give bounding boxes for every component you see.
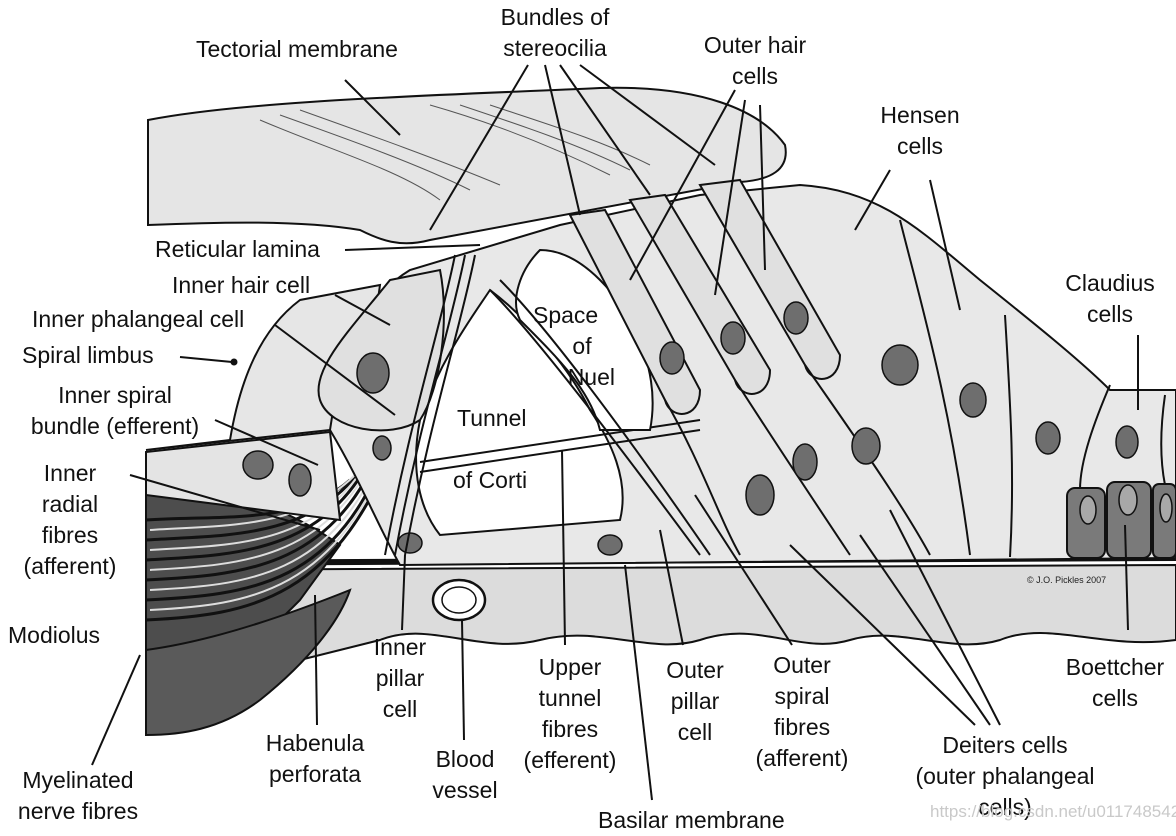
habenula-dark (145, 588, 352, 737)
label-line: Hensen (880, 102, 960, 128)
label-habenula-perforata: Habenula perforata (250, 728, 380, 790)
label-line: fibres (41, 522, 99, 548)
label-line: stereocilia (503, 35, 607, 61)
label-line: (efferent) (523, 747, 617, 773)
inner-hair-nucleus (356, 352, 390, 394)
label-line: Bundles of (500, 4, 610, 30)
label-line: cell (382, 696, 418, 722)
label-space-of-nuel: Space of Nuel (525, 300, 615, 393)
label-line: (afferent) (755, 745, 849, 771)
outer-hair-nuclei (659, 301, 809, 375)
label-inner-spiral-bundle: Inner spiral bundle (efferent) (15, 380, 215, 442)
label-line: (outer phalangeal (915, 763, 1095, 789)
label-line: perforata (268, 761, 362, 787)
hensen-nuclei (881, 344, 1061, 455)
outer-pillar-nucleus (597, 534, 623, 556)
pillar-fibres (384, 254, 711, 556)
label-line: Habenula (265, 730, 365, 756)
label-line: radial (41, 491, 99, 517)
label-inner-phalangeal-cell: Inner phalangeal cell (32, 306, 245, 332)
label-line: Myelinated (22, 767, 134, 793)
copyright-text: © J.O. Pickles 2007 (1027, 575, 1107, 585)
label-boettcher-cells: Boettcher cells (1055, 652, 1175, 714)
label-claudius-cells: Claudius cells (1050, 268, 1170, 330)
basilar-membrane (149, 563, 1176, 661)
label-outer-pillar-cell: Outer pillar cell (650, 655, 740, 748)
upper-tunnel-fibres-b (419, 429, 701, 473)
label-tectorial-membrane: Tectorial membrane (196, 36, 398, 62)
label-line: Nuel (567, 364, 615, 390)
tectorial-fibres (259, 104, 651, 201)
label-line: Inner (373, 634, 427, 660)
label-blood-vessel: Blood vessel (420, 744, 510, 806)
label-hensen-cells: Hensen cells (855, 100, 985, 162)
label-line: tunnel (538, 685, 602, 711)
label-line: cells (896, 133, 943, 159)
hensen-cells (899, 219, 1014, 558)
label-line: Outer hair (703, 32, 807, 58)
inner-hair-cell (317, 268, 445, 432)
label-inner-radial-fibres: Inner radial fibres (afferent) (10, 458, 130, 582)
tunnel-of-corti (415, 288, 624, 537)
blood-vessel (431, 578, 487, 622)
space-of-nuel (515, 248, 654, 431)
label-line: vessel (432, 777, 498, 803)
boettcher-nuclei (1079, 484, 1173, 525)
label-line: Outer (666, 657, 724, 683)
label-inner-hair-cell: Inner hair cell (172, 272, 311, 298)
label-line: Outer (773, 652, 831, 678)
label-line: Upper (538, 654, 602, 680)
label-line: bundle (efferent) (30, 413, 200, 439)
label-line: Space (533, 302, 599, 328)
label-line: fibres (541, 716, 599, 742)
leader-lines (91, 64, 1139, 801)
label-line: cells) (978, 794, 1032, 820)
label-upper-tunnel-fibres: Upper tunnel fibres (efferent) (510, 652, 630, 776)
label-line: Claudius (1065, 270, 1155, 296)
label-line: (afferent) (23, 553, 117, 579)
watermark-text: https://blog.csdn.net/u011748542 (930, 802, 1176, 821)
label-line: Inner (43, 460, 97, 486)
inner-sulcus-nuclei (242, 435, 392, 497)
label-line: pillar (670, 688, 720, 714)
deiters-nuclei (745, 427, 881, 516)
inner-pillar-nucleus (397, 532, 423, 554)
spiral-limbus-dot (230, 358, 238, 366)
label-myelinated-nerve-fibres: Myelinated nerve fibres (4, 765, 152, 827)
label-outer-hair-cells: Outer hair cells (680, 30, 830, 92)
label-basilar-membrane: Basilar membrane (598, 807, 785, 833)
label-line: spiral (774, 683, 830, 709)
label-line: Inner spiral (58, 382, 172, 408)
label-modiolus: Modiolus (8, 622, 101, 648)
tectorial-membrane (147, 86, 787, 245)
label-line: pillar (375, 665, 425, 691)
label-line: Boettcher (1065, 654, 1165, 680)
label-line: of (572, 333, 592, 359)
label-line: cell (677, 719, 713, 745)
label-line: fibres (773, 714, 831, 740)
label-line: nerve fibres (17, 798, 139, 824)
label-line: Deiters cells (942, 732, 1068, 758)
label-outer-spiral-fibres: Outer spiral fibres (afferent) (742, 650, 862, 774)
label-tunnel: Tunnel (457, 405, 527, 431)
claudius-cells (1079, 384, 1166, 491)
claudius-nucleus (1115, 425, 1139, 459)
label-spiral-limbus: Spiral limbus (22, 342, 154, 368)
label-bundles-of-stereocilia: Bundles of stereocilia (480, 2, 630, 64)
label-inner-pillar-cell: Inner pillar cell (360, 632, 440, 725)
label-deiters-cells: Deiters cells (outer phalangeal cells) (900, 730, 1110, 823)
label-line: cells (1086, 301, 1133, 327)
upper-tunnel-fibres (419, 419, 701, 463)
label-of-corti: of Corti (453, 467, 528, 493)
label-line: cells (1091, 685, 1138, 711)
label-reticular-lamina: Reticular lamina (155, 236, 320, 262)
label-line: cells (731, 63, 778, 89)
label-line: Blood (435, 746, 495, 772)
